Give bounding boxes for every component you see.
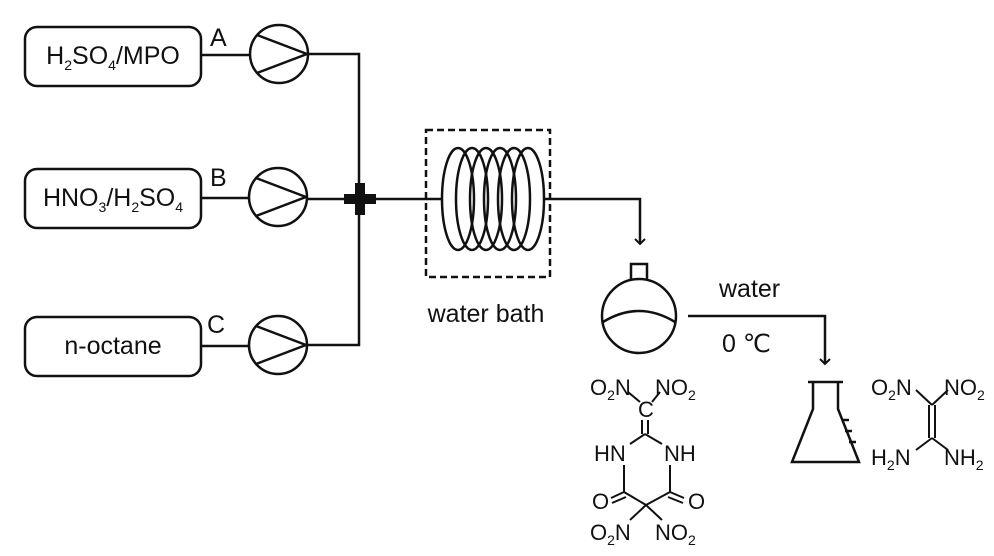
intermediate-structure: O2N NO2 C HN NH O O O2N NO2 [590,375,705,548]
quench-reagent-label: water [718,275,780,303]
reservoir-a-box [23,25,203,88]
pump-c-icon [247,314,309,376]
water-bath-label: water bath [427,300,545,328]
svg-text:NO2: NO2 [944,375,985,403]
line-pump-c-to-mixer [307,199,361,347]
line-flask-to-erlenmeyer [688,314,831,366]
line-coil-to-flask [544,197,646,246]
pump-b-icon [247,166,309,228]
line-pump-a-to-mixer [308,52,361,199]
erlenmeyer-flask-icon [790,380,861,464]
coil-reactor-icon [440,146,546,252]
pump-b-label: B [210,164,227,192]
product-structure: O2N NO2 H2N NH2 [871,375,985,473]
svg-text:O: O [592,489,609,514]
svg-text:O2N: O2N [871,375,912,403]
svg-text:H2N: H2N [871,445,911,473]
svg-text:HN: HN [594,441,626,466]
reservoir-b-label: HNO3/H2SO4 [43,184,183,215]
quench-temperature-label: 0 ℃ [722,330,771,358]
svg-text:O: O [688,489,705,514]
svg-text:NH: NH [664,441,696,466]
svg-text:O2N: O2N [590,375,631,403]
svg-text:O2N: O2N [590,520,631,548]
reservoir-c-label: n-octane [64,332,161,360]
round-bottom-flask-icon [600,262,678,355]
svg-text:NO2: NO2 [655,375,696,403]
pump-a-label: A [210,24,227,52]
water-bath-box [424,128,552,279]
svg-text:NH2: NH2 [944,445,984,473]
mixer-cross-icon [344,183,376,215]
pump-c-label: C [207,311,225,339]
svg-text:NO2: NO2 [655,520,696,548]
svg-text:C: C [638,397,654,422]
reservoir-a-label: H2SO4/MPO [46,42,180,73]
pump-a-icon [248,23,310,85]
